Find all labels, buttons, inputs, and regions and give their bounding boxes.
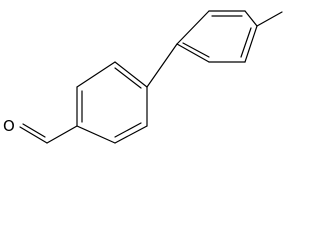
lower-ring-bond xyxy=(114,61,148,88)
oxygen-atom-label: O xyxy=(3,117,15,135)
upper-ring-bond xyxy=(244,25,258,63)
upper-ring-bond xyxy=(176,43,210,63)
biaryl-bond xyxy=(146,43,178,88)
molecule-bonds xyxy=(19,10,283,144)
lower-ring-bond xyxy=(76,125,116,144)
lower-ring-bond-inner xyxy=(114,67,142,89)
upper-ring-bond xyxy=(176,10,210,45)
lower-ring-bond xyxy=(114,125,148,144)
aldehyde-c-o-double-bond-inner xyxy=(22,123,46,138)
aldehyde-c-c-bond xyxy=(46,125,78,144)
methyl-bond xyxy=(256,11,283,27)
chemical-structure-diagram: O xyxy=(3,10,283,144)
lower-ring-bond xyxy=(76,61,116,88)
aldehyde-c-o-double-bond xyxy=(19,126,48,144)
upper-ring-bond xyxy=(244,10,258,27)
upper-ring-bond-inner xyxy=(240,27,252,58)
upper-ring-bond-inner xyxy=(182,42,210,58)
lower-ring-bond-inner xyxy=(114,122,142,138)
